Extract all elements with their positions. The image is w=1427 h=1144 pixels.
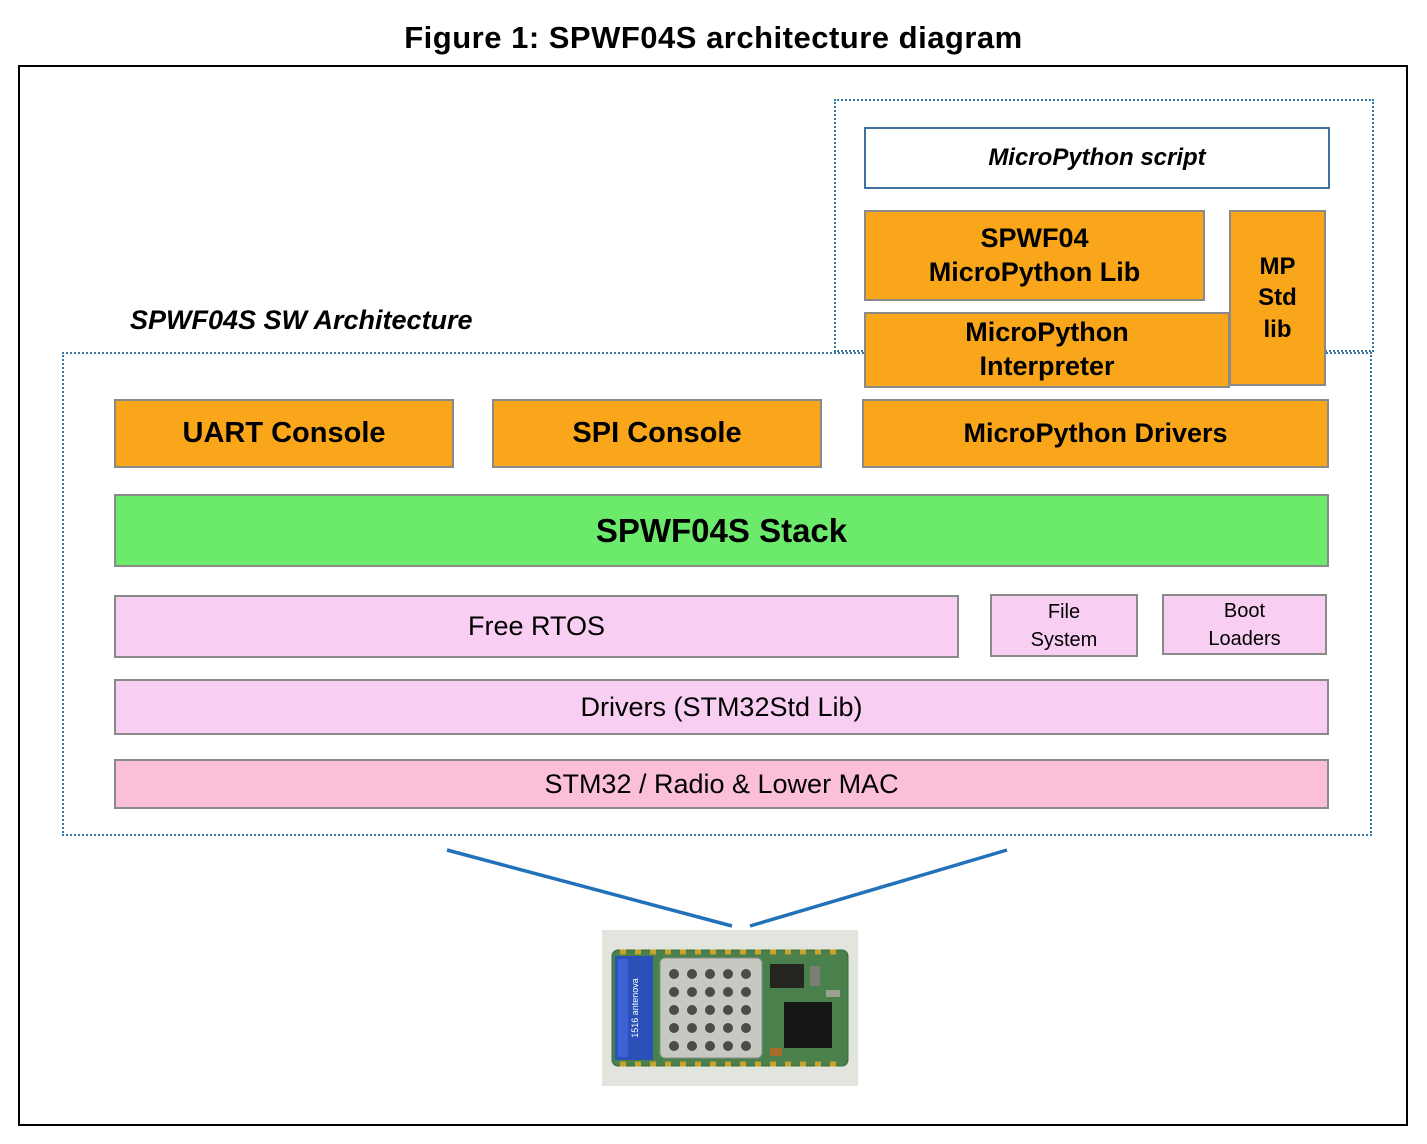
antenna-label: 1516 antenova [630,978,640,1038]
small-component-3 [826,990,840,997]
sw-architecture-section-outline [62,352,1372,836]
spi-console-box: SPI Console [492,399,822,468]
micropython-drivers-box: MicroPython Drivers [862,399,1329,468]
spwf04s-stack-box: SPWF04S Stack [114,494,1329,567]
free-rtos-box: Free RTOS [114,595,959,658]
diagram-frame: SPWF04S SW Architecture MicroPython scri… [18,65,1408,1126]
file-system-box: File System [990,594,1138,657]
funnel-right-line [749,848,1008,928]
boot-loaders-box: Boot Loaders [1162,594,1327,655]
spwf04-micropython-lib-box: SPWF04 MicroPython Lib [864,210,1205,301]
small-ic [770,964,804,988]
funnel-arrow [446,848,1008,928]
stm32-radio-lower-mac-box: STM32 / Radio & Lower MAC [114,759,1329,809]
uart-console-box: UART Console [114,399,454,468]
shield-holes [669,969,751,1051]
mp-std-lib-box: MP Std lib [1229,210,1326,386]
figure-title: Figure 1: SPWF04S architecture diagram [404,20,1023,55]
antenna-highlight [618,959,628,1057]
spwf04s-module-photo: 1516 antenova [602,930,858,1086]
micropython-interpreter-box: MicroPython Interpreter [864,312,1230,388]
sw-architecture-label: SPWF04S SW Architecture [130,305,473,335]
small-component-1 [810,966,820,986]
funnel-left-line [446,848,733,928]
small-component-2 [770,1048,782,1056]
micropython-script-box: MicroPython script [864,127,1330,189]
drivers-stm32std-lib-box: Drivers (STM32Std Lib) [114,679,1329,735]
main-chip [784,1002,832,1048]
